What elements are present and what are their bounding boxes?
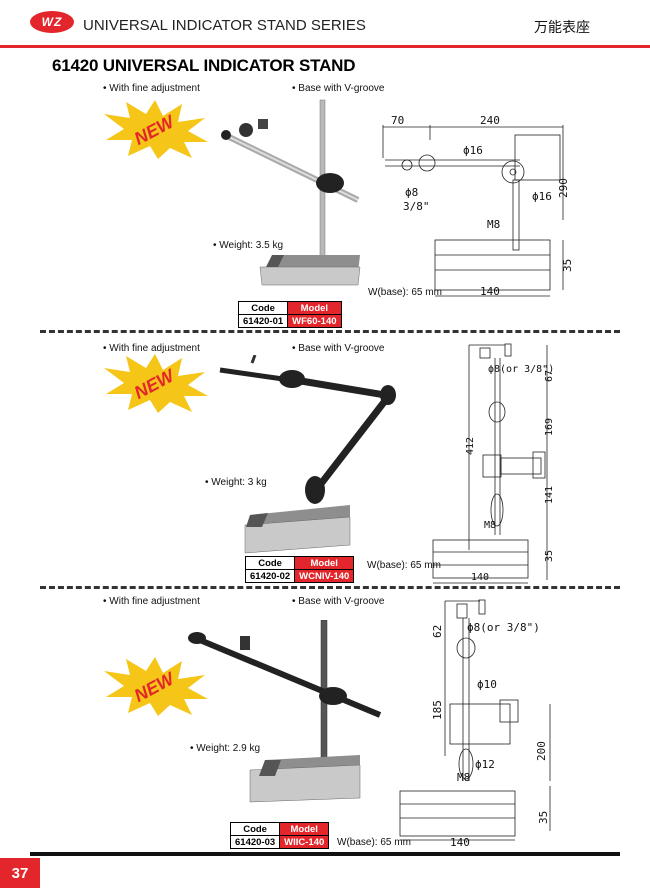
feature-v-groove: Base with V-groove (298, 83, 385, 94)
feature-v-groove: Base with V-groove (298, 343, 385, 354)
code-header: Code (244, 556, 296, 570)
model-value: WF60-140 (287, 314, 342, 328)
dim-3-8: 3/8" (403, 200, 430, 213)
dim-m8: M8 (457, 771, 470, 784)
dim-169: 169 (544, 418, 555, 436)
model-value: WCNIV-140 (294, 569, 355, 583)
code-value: 61420-03 (229, 835, 281, 849)
dim-phi8-or-3-8: ϕ8(or 3/8") (488, 364, 554, 375)
weight-label: • Weight: 3.5 kg (213, 240, 284, 251)
code-value: 61420-01 (237, 314, 289, 328)
feature-fine-adjustment: With fine adjustment (109, 343, 200, 354)
page-title: 61420 UNIVERSAL INDICATOR STAND (52, 56, 356, 75)
indicator-stand-photo (188, 620, 382, 803)
feature-bullet: • Base with V-groove (292, 596, 385, 607)
indicator-stand-photo (221, 99, 361, 286)
dimension-drawing: ϕ8(or 3/8") 67 169 412 141 M8 35 140 (432, 343, 555, 584)
base-width-label: W(base): 65 mm (368, 287, 442, 298)
dim-phi10: ϕ10 (477, 678, 497, 691)
dim-185: 185 (431, 700, 444, 720)
model-header: Model (287, 301, 342, 315)
header-rule (0, 45, 650, 48)
dim-phi8-or-3-8: ϕ8(or 3/8") (467, 621, 540, 634)
dim-phi16-a: ϕ16 (463, 144, 483, 157)
base-width-label: W(base): 65 mm (367, 560, 441, 571)
dim-240: 240 (480, 114, 500, 127)
footer-rule (30, 852, 620, 856)
dim-35: 35 (537, 811, 550, 824)
dim-200: 200 (535, 741, 548, 761)
dim-phi8: ϕ8 (405, 186, 418, 199)
feature-bullet: • Base with V-groove (292, 83, 385, 94)
dim-67: 67 (544, 370, 555, 382)
page-number: 37 (0, 858, 40, 888)
dim-phi16-b: ϕ16 (532, 190, 552, 203)
dim-412: 412 (465, 437, 476, 455)
series-title: UNIVERSAL INDICATOR STAND SERIES (83, 17, 366, 34)
dimension-drawing: 70 240 ϕ16 ϕ8 3/8" ϕ16 290 M8 35 140 (382, 114, 574, 298)
model-header: Model (294, 556, 355, 570)
weight-label: • Weight: 2.9 kg (190, 743, 261, 754)
weight-value: Weight: 3 kg (211, 477, 267, 488)
feature-bullet: • Base with V-groove (292, 343, 385, 354)
feature-bullet: • With fine adjustment (103, 596, 200, 607)
section-divider (40, 586, 620, 589)
code-header: Code (237, 301, 289, 315)
dim-35: 35 (561, 259, 574, 272)
feature-bullet: • With fine adjustment (103, 83, 200, 94)
dim-m8: M8 (484, 520, 496, 531)
new-starburst-badge: NEW (104, 354, 208, 413)
code-header: Code (229, 822, 281, 836)
dim-phi12: ϕ12 (475, 758, 495, 771)
dimension-drawing: 62 ϕ8(or 3/8") ϕ10 185 200 ϕ12 M8 35 140 (399, 599, 551, 846)
feature-fine-adjustment: With fine adjustment (109, 83, 200, 94)
weight-value: Weight: 2.9 kg (196, 743, 261, 754)
dim-140: 140 (480, 285, 500, 298)
dim-70: 70 (391, 114, 404, 127)
feature-fine-adjustment: With fine adjustment (109, 596, 200, 607)
feature-bullet: • With fine adjustment (103, 343, 200, 354)
new-starburst-badge: NEW (104, 100, 208, 159)
indicator-stand-photo (219, 355, 396, 554)
dim-290: 290 (557, 178, 570, 198)
base-width-label: W(base): 65 mm (337, 837, 411, 848)
weight-label: • Weight: 3 kg (205, 477, 267, 488)
chinese-title: 万能表座 (534, 20, 590, 36)
dim-140: 140 (471, 572, 489, 583)
dim-62: 62 (431, 625, 444, 638)
dim-140: 140 (450, 836, 470, 846)
weight-value: Weight: 3.5 kg (219, 240, 284, 251)
logo-text: WZ (41, 15, 63, 29)
new-starburst-badge: NEW (104, 657, 208, 716)
feature-v-groove: Base with V-groove (298, 596, 385, 607)
wz-logo: WZ (30, 11, 74, 33)
dim-35: 35 (544, 550, 555, 562)
model-header: Model (279, 822, 330, 836)
dim-141: 141 (544, 486, 555, 504)
model-value: WIIC-140 (279, 835, 330, 849)
dim-m8: M8 (487, 218, 500, 231)
code-value: 61420-02 (244, 569, 296, 583)
section-divider (40, 330, 620, 333)
